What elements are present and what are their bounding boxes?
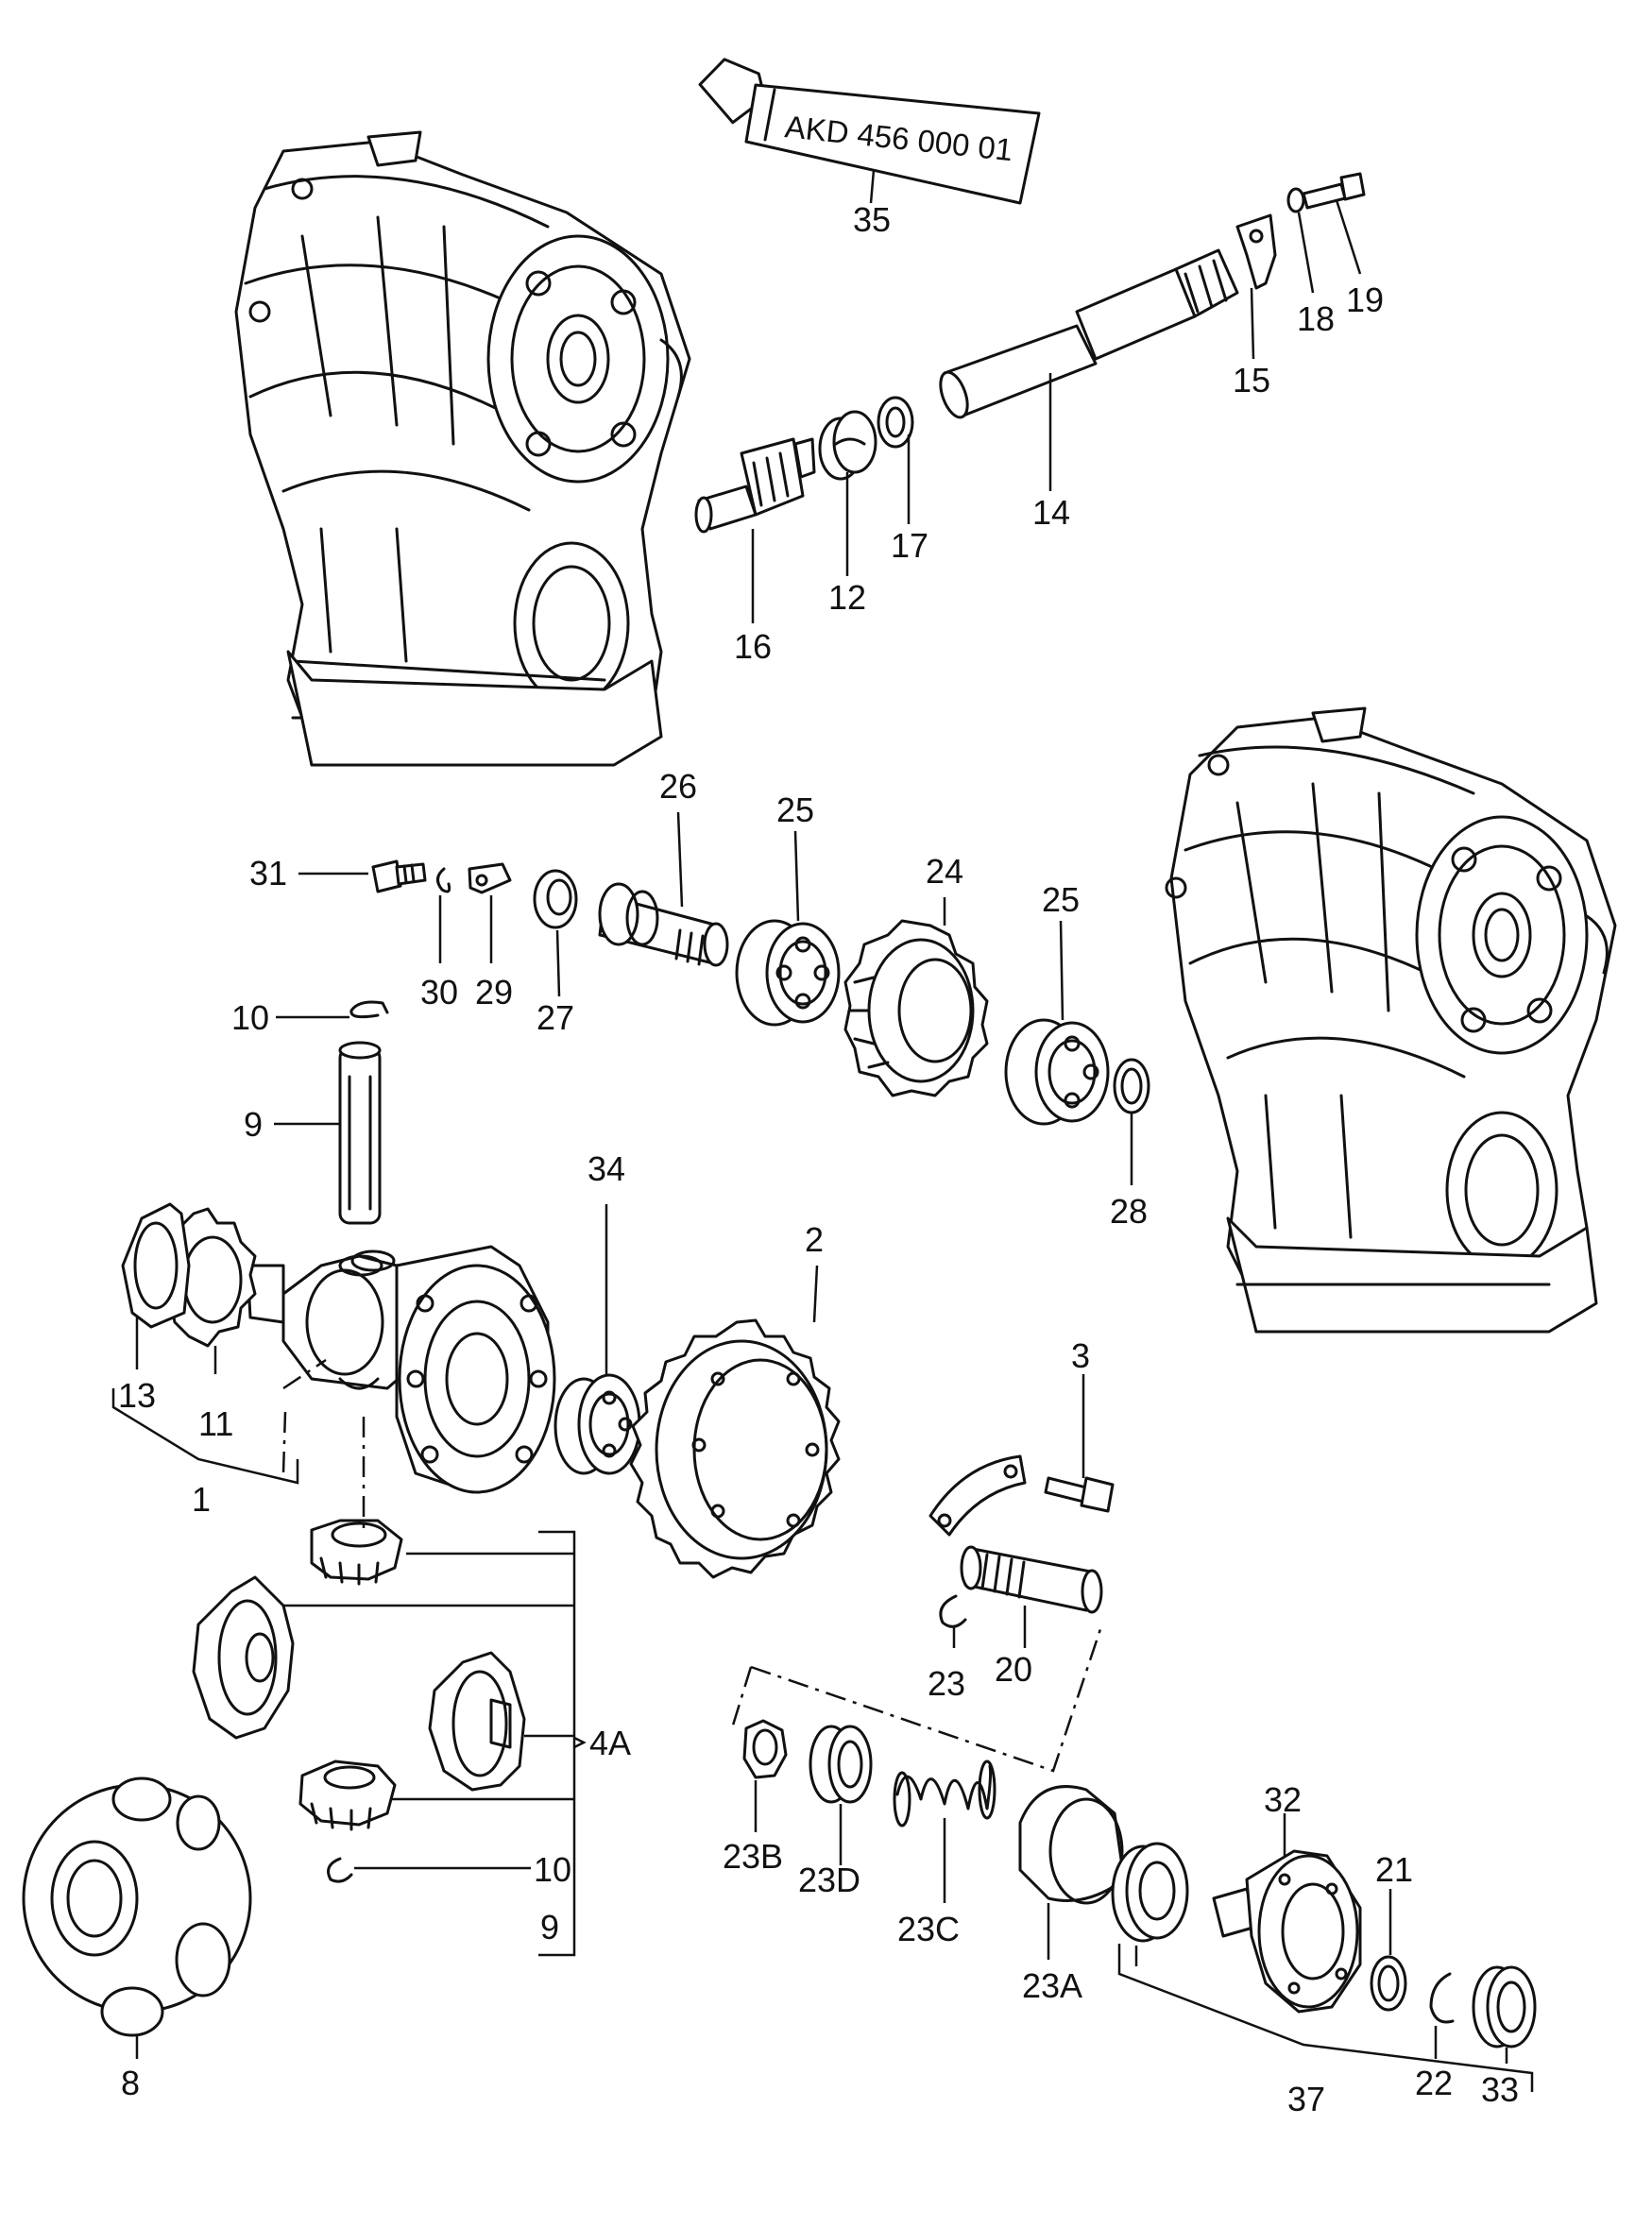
differential-case-8 (22, 1776, 252, 2037)
pinion-16 (694, 437, 816, 534)
callout-23b: 23B (723, 1837, 783, 1876)
leader-lines (111, 169, 1534, 2092)
callout-23a: 23A (1022, 1966, 1082, 2005)
sealant-tube: AKD 456 000 01 (698, 58, 1041, 205)
circlip-23 (939, 1594, 967, 1628)
side-gear-right (428, 1651, 526, 1792)
washer-under-pin (338, 1254, 383, 1277)
callout-12: 12 (828, 578, 866, 617)
callout-13: 13 (118, 1376, 156, 1415)
circlip-22 (1429, 1972, 1455, 2024)
gearbox-housing-right (1165, 706, 1617, 1334)
callout-2: 2 (805, 1220, 824, 1259)
bolt-3 (1044, 1476, 1115, 1513)
circlip-10-top (349, 1000, 389, 1019)
callout-28: 28 (1110, 1192, 1148, 1231)
callout-14: 14 (1032, 493, 1070, 532)
helical-gear-24 (843, 919, 989, 1097)
callout-15: 15 (1233, 361, 1270, 400)
circlip-10-bottom (327, 1857, 353, 1883)
bracket-15 (1235, 213, 1277, 290)
callout-35: 35 (853, 200, 891, 239)
callout-9-bottom: 9 (540, 1908, 559, 1946)
callout-10-top: 10 (231, 998, 269, 1037)
callout-18: 18 (1297, 299, 1335, 338)
washer-30 (436, 867, 451, 893)
callout-23: 23 (928, 1664, 965, 1703)
callout-37: 37 (1287, 2080, 1325, 2118)
callout-11: 11 (198, 1404, 233, 1443)
callout-25a: 25 (776, 790, 814, 829)
callout-24: 24 (926, 852, 963, 891)
callout-32: 32 (1264, 1780, 1302, 1819)
callout-10-bottom: 10 (534, 1850, 571, 1889)
callout-33: 33 (1481, 2070, 1519, 2109)
washer-18 (1286, 187, 1305, 213)
callout-labels: 35 19 18 15 14 17 12 16 26 25 24 25 28 3… (118, 200, 1519, 2118)
callout-23c: 23C (897, 1910, 960, 1948)
callout-30: 30 (420, 973, 458, 1012)
bushing-23d (809, 1725, 873, 1804)
callout-23d: 23D (798, 1861, 860, 1899)
ring-gear-2 (629, 1318, 841, 1579)
pin-9 (338, 1041, 382, 1225)
side-gear-left (192, 1575, 295, 1740)
callout-22: 22 (1415, 2064, 1453, 2102)
spring-23c (893, 1760, 996, 1828)
callout-3: 3 (1071, 1336, 1090, 1375)
shim-21 (1370, 1955, 1407, 2012)
bearing-34 (554, 1373, 641, 1475)
callout-21: 21 (1375, 1850, 1413, 1889)
plate-29 (468, 862, 512, 894)
bushing-12 (818, 410, 877, 481)
gearbox-housing-top (234, 130, 691, 767)
callout-25b: 25 (1042, 880, 1080, 919)
callout-16: 16 (734, 627, 772, 666)
bearing-25-left (735, 919, 841, 1027)
callout-19: 19 (1346, 280, 1384, 319)
shaft-20 (960, 1545, 1103, 1614)
lock-plate-3 (928, 1454, 1027, 1537)
callout-9-top: 9 (244, 1105, 263, 1144)
speedometer-drive-shaft (939, 248, 1239, 419)
callout-29: 29 (475, 973, 513, 1012)
cap-33 (1472, 1965, 1537, 2048)
seal-27 (533, 869, 578, 929)
callout-8: 8 (121, 2064, 140, 2102)
shim-28 (1113, 1058, 1150, 1114)
nut-23b (742, 1719, 788, 1779)
flange-32 (1212, 1849, 1362, 2014)
differential-housing-1 (246, 1245, 556, 1494)
seal-17 (877, 396, 914, 449)
callout-4a: 4A (589, 1724, 631, 1762)
ring-13 (121, 1202, 191, 1329)
bolt-31 (371, 859, 427, 893)
callout-27: 27 (536, 998, 574, 1037)
seal-37 (1111, 1842, 1189, 1943)
shaft-26 (598, 882, 729, 967)
bolt-19 (1302, 172, 1366, 210)
spider-gear-bottom (298, 1760, 397, 1831)
callout-1: 1 (192, 1480, 211, 1519)
cup-23a (1018, 1785, 1126, 1905)
callout-17: 17 (891, 526, 928, 565)
bearing-25-right (1004, 1018, 1110, 1126)
callout-20: 20 (995, 1650, 1032, 1689)
callout-34: 34 (588, 1149, 625, 1188)
callout-26: 26 (659, 767, 697, 806)
callout-31: 31 (249, 854, 287, 892)
spider-gear-top (310, 1519, 403, 1586)
